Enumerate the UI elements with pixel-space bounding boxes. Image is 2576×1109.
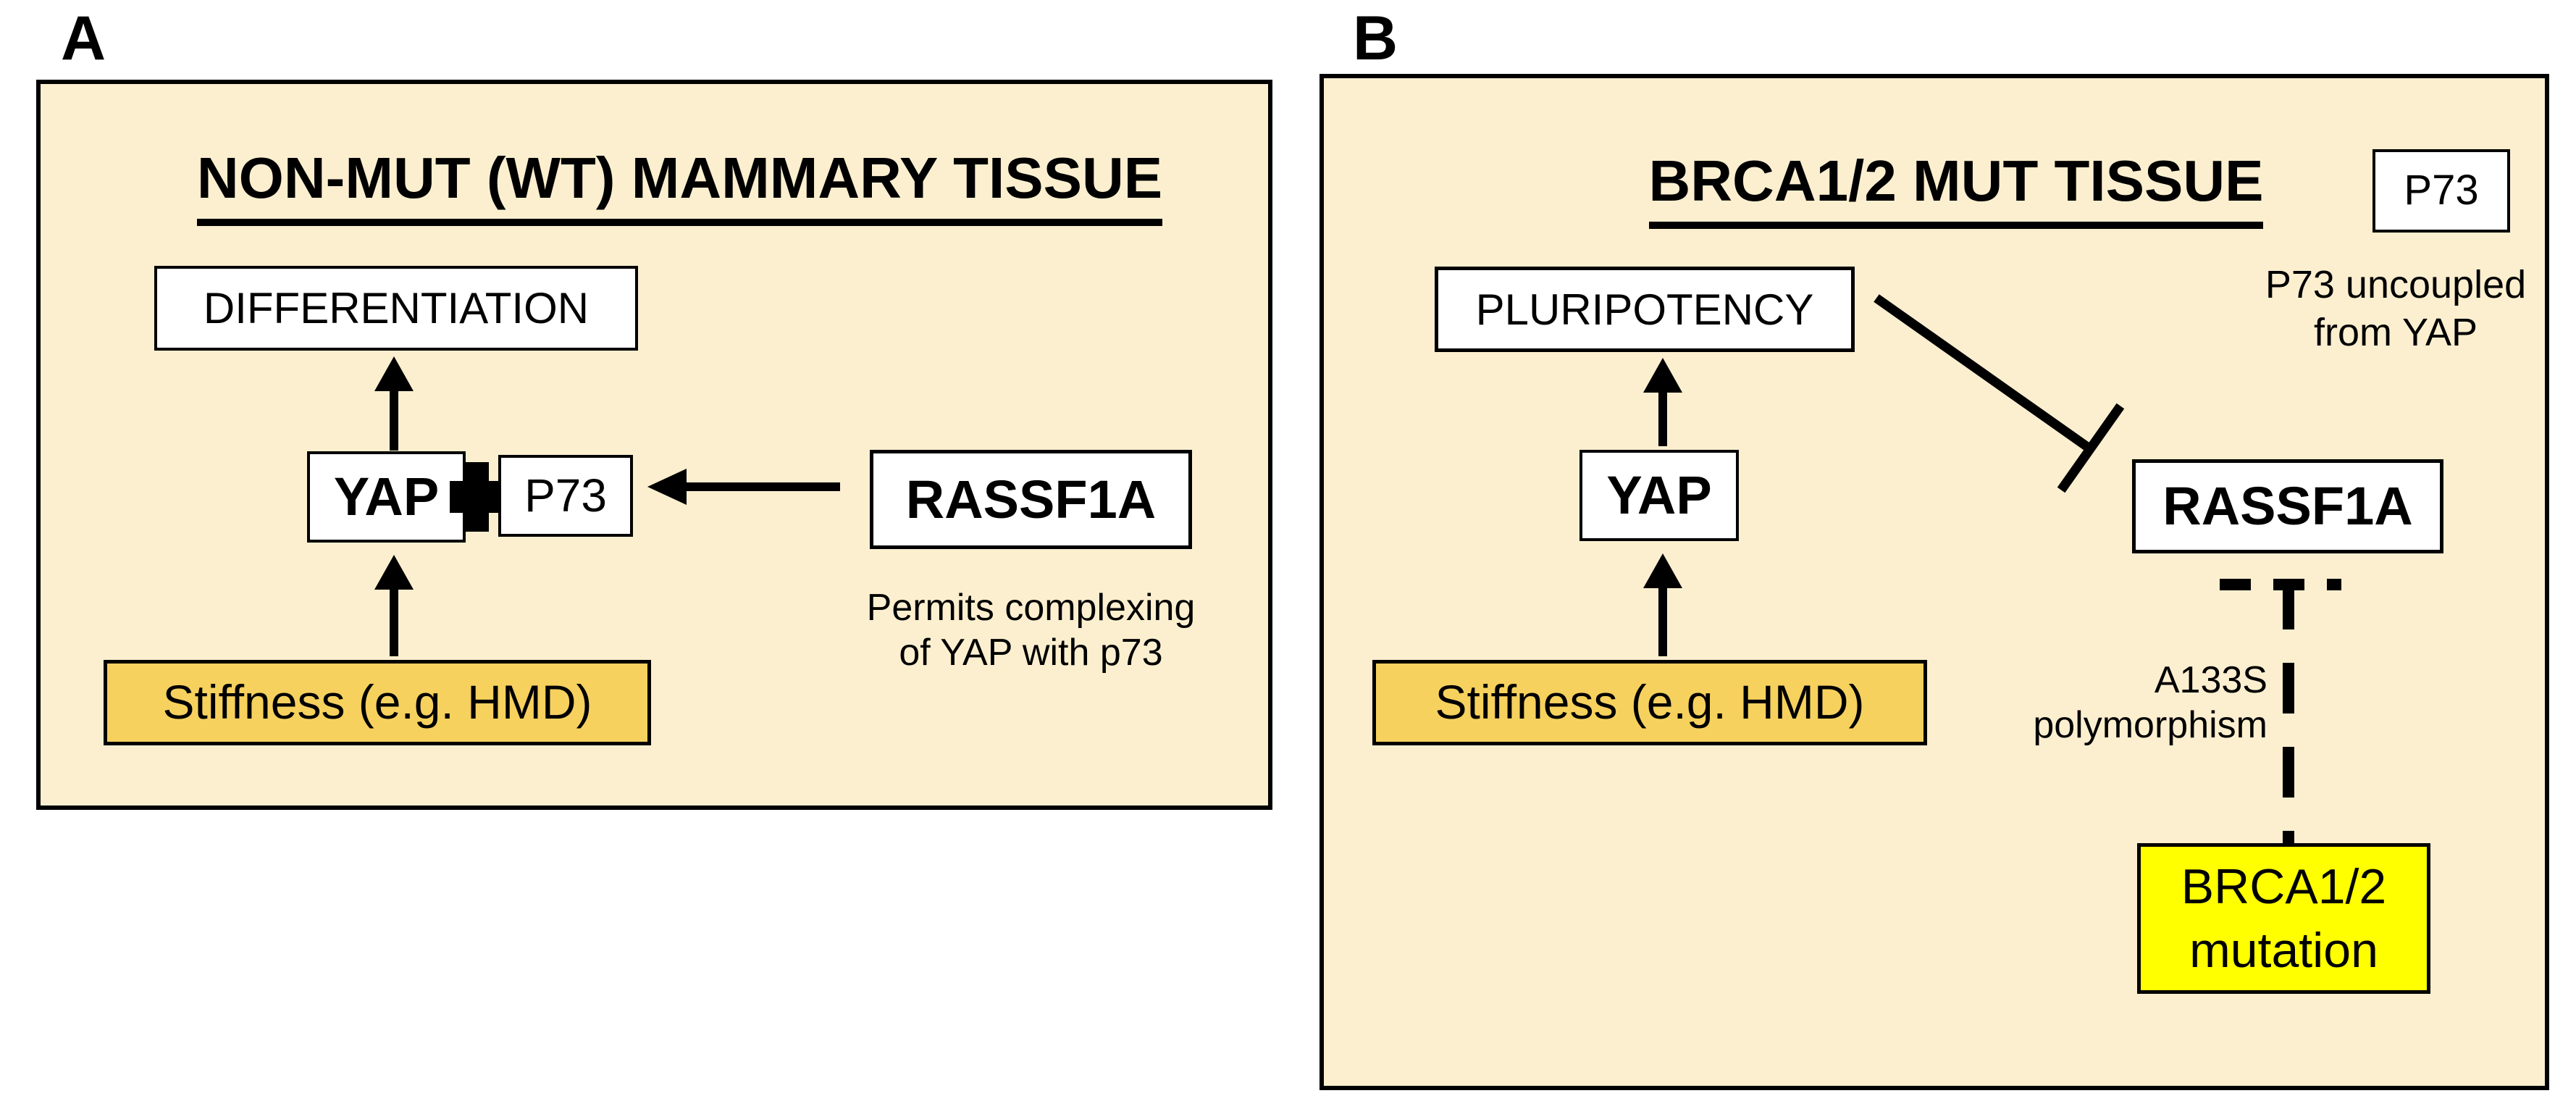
yap-box: YAP bbox=[1579, 450, 1739, 541]
pluripotency-label: PLURIPOTENCY bbox=[1475, 285, 1814, 334]
rassf1a-caption: Permits complexing of YAP with p73 bbox=[834, 585, 1228, 675]
arrow-stem bbox=[1658, 584, 1667, 656]
rassf1a-label: RASSF1A bbox=[2162, 476, 2413, 537]
brca-mutation-line1: BRCA1/2 bbox=[2181, 859, 2387, 914]
panel-b-title: BRCA1/2 MUT TISSUE bbox=[1648, 148, 2264, 229]
arrow-head-icon bbox=[647, 469, 687, 505]
brca-mutation-line2: mutation bbox=[2189, 923, 2378, 978]
p73-uncoupled-box: P73 bbox=[2372, 149, 2510, 233]
arrow-stem bbox=[682, 482, 840, 491]
brca-mutation-box: BRCA1/2 mutation bbox=[2137, 843, 2430, 994]
inhibition-bar-dash bbox=[2327, 579, 2341, 590]
a133s-polymorphism-label: A133S polymorphism bbox=[1976, 658, 2267, 748]
p73-note-line2: from YAP bbox=[2313, 311, 2478, 354]
arrow-head-icon bbox=[374, 555, 414, 590]
figure-label-a: A bbox=[61, 4, 106, 73]
differentiation-label: DIFFERENTIATION bbox=[203, 284, 590, 332]
inhibition-line-shaft bbox=[1874, 294, 2092, 452]
stiffness-label: Stiffness (e.g. HMD) bbox=[162, 675, 592, 729]
arrow-head-icon bbox=[374, 356, 414, 391]
arrow-head-icon bbox=[1643, 553, 1682, 588]
p73-uncoupled-label: P73 bbox=[2404, 167, 2479, 214]
p73-uncoupled-note: P73 uncoupled from YAP bbox=[2251, 261, 2541, 356]
pluripotency-box: PLURIPOTENCY bbox=[1435, 267, 1855, 352]
rassf1a-box: RASSF1A bbox=[870, 450, 1192, 549]
yap-label: YAP bbox=[333, 466, 440, 527]
panel-a-title: NON-MUT (WT) MAMMARY TISSUE bbox=[196, 145, 1163, 226]
p73-box: P73 bbox=[498, 455, 633, 537]
a133s-line2: polymorphism bbox=[2033, 704, 2267, 746]
rassf1a-caption-line1: Permits complexing bbox=[866, 587, 1196, 629]
stiffness-box: Stiffness (e.g. HMD) bbox=[104, 660, 651, 745]
yap-box: YAP bbox=[307, 451, 466, 543]
panel-brca12-mut-tissue: BRCA1/2 MUT TISSUE P73 P73 uncoupled fro… bbox=[1320, 74, 2549, 1090]
inhibition-bar-dash bbox=[2220, 579, 2251, 590]
panel-non-mut-wt-mammary-tissue: NON-MUT (WT) MAMMARY TISSUE DIFFERENTIAT… bbox=[36, 80, 1272, 810]
stiffness-label: Stiffness (e.g. HMD) bbox=[1435, 675, 1865, 729]
rassf1a-box: RASSF1A bbox=[2132, 459, 2443, 553]
figure-label-b: B bbox=[1353, 4, 1398, 73]
arrow-head-icon bbox=[1643, 358, 1682, 393]
p73-label: P73 bbox=[524, 469, 607, 522]
rassf1a-label: RASSF1A bbox=[905, 469, 1157, 530]
stiffness-box: Stiffness (e.g. HMD) bbox=[1372, 660, 1927, 745]
yap-label: YAP bbox=[1606, 465, 1712, 526]
arrow-stem bbox=[1658, 388, 1667, 446]
arrow-stem bbox=[390, 585, 398, 656]
inhibition-bar-icon bbox=[2057, 403, 2125, 493]
panel-a-title-row: NON-MUT (WT) MAMMARY TISSUE bbox=[41, 145, 1268, 226]
arrow-stem bbox=[390, 387, 398, 451]
brca-mutation-label: BRCA1/2 mutation bbox=[2181, 855, 2386, 982]
p73-note-line1: P73 uncoupled bbox=[2265, 263, 2527, 306]
differentiation-box: DIFFERENTIATION bbox=[154, 266, 638, 351]
dashed-line bbox=[2283, 579, 2294, 843]
a133s-line1: A133S bbox=[2154, 659, 2267, 701]
rassf1a-caption-line2: of YAP with p73 bbox=[899, 632, 1163, 674]
panel-b-title-row: BRCA1/2 MUT TISSUE bbox=[1324, 148, 2545, 229]
plus-horizontal-bar bbox=[450, 481, 503, 513]
